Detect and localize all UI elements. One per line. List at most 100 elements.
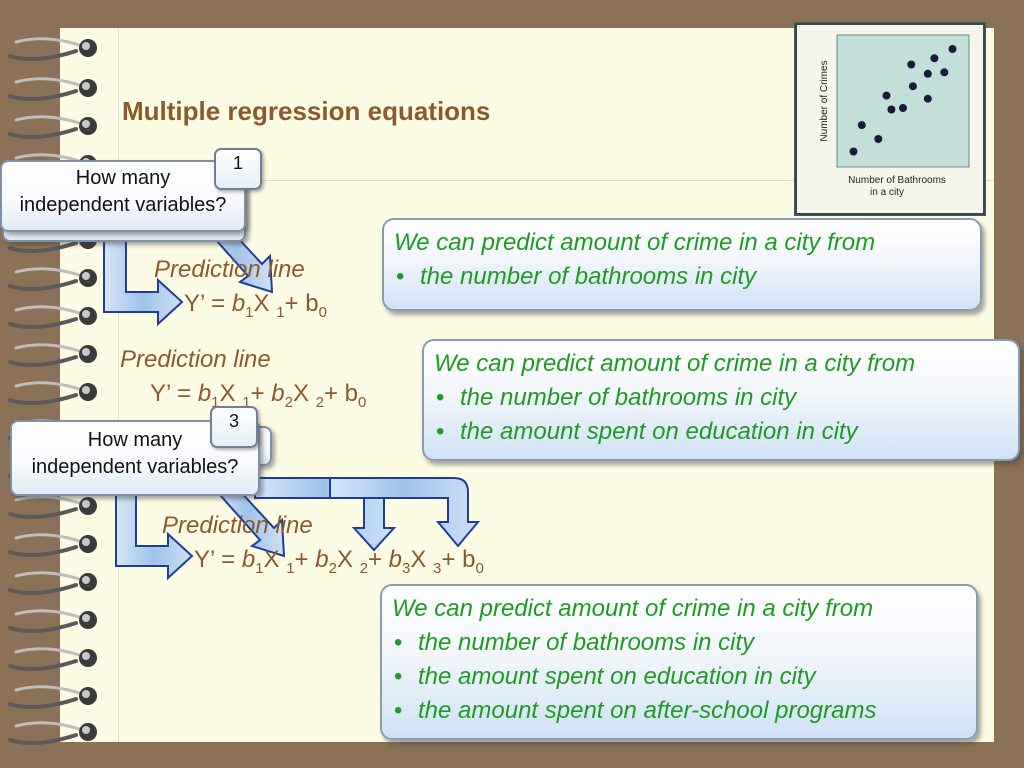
scatter-point xyxy=(923,94,932,103)
callout-bullet: • the number of bathrooms in city xyxy=(434,381,1008,415)
variable: X xyxy=(292,380,316,407)
predictor-box-1: We can predict amount of crime in a city… xyxy=(382,218,982,311)
question-line-1: How many xyxy=(75,167,171,189)
variable-subscript: 2 xyxy=(315,393,324,411)
variable: X xyxy=(263,546,287,573)
variable: X xyxy=(410,546,434,573)
spiral-ring xyxy=(6,718,102,748)
spiral-ring xyxy=(6,112,102,142)
bullet-text: the number of bathrooms in city xyxy=(420,263,757,290)
callout-bullet: • the amount spent on after-school progra… xyxy=(392,694,966,728)
bullet-text: the amount spent on after-school program… xyxy=(418,697,877,724)
x-axis-label-line-2: in a city xyxy=(870,187,904,198)
equation-lhs: Y’ = xyxy=(150,380,198,407)
scatter-point xyxy=(923,69,932,78)
page-divider xyxy=(60,180,994,181)
intercept: b xyxy=(344,380,359,407)
y-axis-label: Number of Crimes xyxy=(819,60,830,141)
slide-title: Multiple regression equations xyxy=(122,96,491,126)
coefficient-subscript: 2 xyxy=(328,559,337,577)
bullet-text: the amount spent on education in city xyxy=(460,418,858,445)
coefficient-subscript: 1 xyxy=(245,303,254,321)
spiral-ring xyxy=(6,34,102,64)
answer-badge-3: 3 xyxy=(210,406,258,448)
scatter-point xyxy=(940,68,949,77)
x-axis-label-line-1: Number of Bathrooms xyxy=(848,175,946,186)
equation-lhs: Y’ = xyxy=(194,546,242,573)
coefficient: b xyxy=(241,546,256,573)
intercept-subscript: 0 xyxy=(358,393,367,411)
margin-line xyxy=(118,28,119,742)
prediction-line-label-3: Prediction line xyxy=(162,512,313,539)
coefficient-subscript: 2 xyxy=(284,393,293,411)
bullet-text: the number of bathrooms in city xyxy=(460,384,797,411)
elbow-arrow-eq1 xyxy=(103,239,184,327)
prediction-line-label-1: Prediction line xyxy=(154,256,305,283)
answer-badge-1: 1 xyxy=(214,148,262,190)
scatter-point xyxy=(887,105,896,114)
scatter-point xyxy=(899,104,907,112)
spiral-ring xyxy=(6,682,102,712)
spiral-ring xyxy=(6,568,102,598)
prediction-line-label-2: Prediction line xyxy=(120,346,271,373)
variable-subscript: 1 xyxy=(276,303,285,321)
scatter-point xyxy=(882,91,891,100)
branch-arrow-b3 xyxy=(329,477,481,548)
bullet-dot: • xyxy=(436,384,445,411)
bullet-dot: • xyxy=(394,629,403,656)
equation-1: Y’ = b1X 1+ b0 xyxy=(184,290,327,321)
scatter-points xyxy=(849,45,957,156)
plus-sign: + xyxy=(284,290,306,317)
question-line-1: How many xyxy=(87,429,183,451)
question-box-1: How many independent variables? xyxy=(0,160,246,232)
spiral-ring xyxy=(6,264,102,294)
callout-bullet: •the amount spent on education in city xyxy=(392,660,966,694)
callout-bullet: • the number of bathrooms in city xyxy=(394,260,970,294)
coefficient: b xyxy=(315,546,329,573)
variable-subscript: 2 xyxy=(359,559,368,577)
callout-bullet: • the number of bathrooms in city xyxy=(392,626,966,660)
scatter-point xyxy=(908,82,917,91)
equation-lhs: Y’ = xyxy=(184,290,232,317)
scatter-plot: Number of Crimes Number of Bathrooms in … xyxy=(819,34,970,198)
spiral-ring xyxy=(6,302,102,332)
spiral-ring xyxy=(6,378,102,408)
callout-lead: We can predict amount of crime in a city… xyxy=(394,229,876,256)
spiral-ring xyxy=(6,74,102,104)
variable-subscript: 1 xyxy=(242,393,251,411)
elbow-arrow-eq3 xyxy=(115,493,194,581)
plus-sign: + xyxy=(250,380,272,407)
callout-lead: We can predict amount of crime in a city… xyxy=(392,595,874,622)
bullet-text: the number of bathrooms in city xyxy=(418,629,755,656)
variable: X xyxy=(219,380,243,407)
plus-sign: + xyxy=(367,546,389,573)
variable: X xyxy=(253,290,277,317)
variable-subscript: 1 xyxy=(286,559,295,577)
question-line-2: independent variables? xyxy=(31,456,239,478)
callout-lead: We can predict amount of crime in a city… xyxy=(434,350,916,377)
plus-sign: + xyxy=(323,380,345,407)
coefficient-subscript: 3 xyxy=(402,559,411,577)
scatter-thumbnail: Number of Crimes Number of Bathrooms in … xyxy=(794,22,986,216)
intercept: b xyxy=(462,546,476,573)
bullet-dot: • xyxy=(396,263,405,290)
bullet-dot: • xyxy=(436,418,445,445)
scatter-point xyxy=(948,45,957,53)
coefficient-subscript: 1 xyxy=(211,393,220,411)
question-line-2: independent variables? xyxy=(19,194,227,216)
plus-sign: + xyxy=(441,546,463,573)
scatter-point xyxy=(930,54,939,63)
coefficient: b xyxy=(231,290,246,317)
spiral-ring xyxy=(6,644,102,674)
intercept-subscript: 0 xyxy=(318,303,327,321)
spiral-ring xyxy=(6,606,102,636)
predictor-box-2: We can predict amount of crime in a city… xyxy=(422,339,1020,461)
equation-3: Y’ = b1X 1+ b2X 2+ b3X 3+ b0 xyxy=(194,546,484,577)
predictor-box-3: We can predict amount of crime in a city… xyxy=(380,584,978,740)
intercept-subscript: 0 xyxy=(475,559,484,577)
plus-sign: + xyxy=(294,546,316,573)
scatter-point xyxy=(907,60,916,69)
bullet-dot: • xyxy=(394,697,403,724)
spiral-ring xyxy=(6,530,102,560)
intercept: b xyxy=(305,290,319,317)
